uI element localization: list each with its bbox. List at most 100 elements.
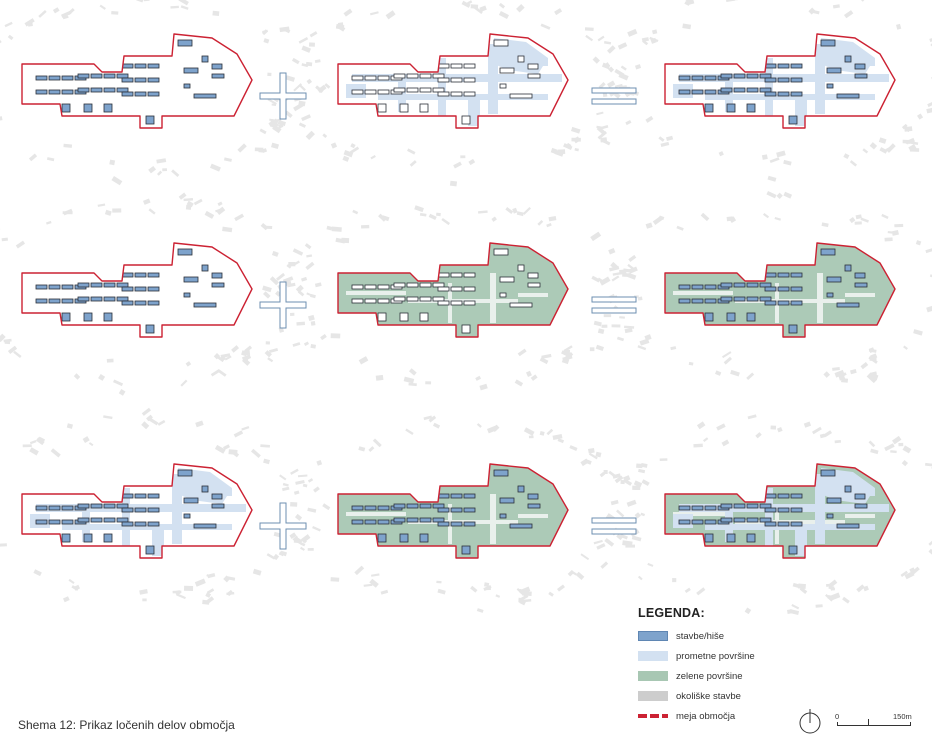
surrounding-building (252, 568, 262, 576)
surrounding-building (266, 553, 276, 560)
building-large (836, 93, 860, 99)
surrounding-building (913, 329, 923, 336)
surrounding-building (354, 565, 365, 576)
surrounding-building (672, 577, 677, 583)
building-house (351, 298, 364, 304)
building-house (116, 296, 129, 302)
surrounding-building (193, 198, 203, 206)
surrounding-building (928, 538, 932, 546)
building-large (499, 83, 507, 89)
building-house (90, 73, 103, 79)
building-large (509, 93, 533, 99)
building-house (450, 493, 463, 499)
surrounding-building (696, 421, 706, 430)
surrounding-building (755, 432, 762, 439)
green-path (673, 512, 733, 516)
surrounding-building (368, 446, 375, 452)
surrounding-building (375, 374, 384, 381)
building-house (77, 503, 90, 509)
surrounding-building (821, 222, 829, 228)
surrounding-building (641, 479, 650, 487)
building-block (145, 115, 155, 125)
surrounding-building (370, 11, 379, 16)
surrounding-building (264, 225, 273, 230)
building-block (377, 312, 387, 322)
surrounding-building (0, 543, 7, 547)
surrounding-building (352, 209, 359, 215)
building-house (733, 517, 746, 523)
surrounding-building (491, 216, 497, 222)
surrounding-building (141, 421, 150, 430)
building-house (351, 505, 364, 511)
surrounding-building (335, 237, 346, 244)
surrounding-building (627, 263, 636, 272)
surrounding-building (270, 119, 279, 128)
building-house (463, 300, 476, 306)
building-house (103, 87, 116, 93)
surrounding-building (326, 225, 333, 231)
building-house (432, 517, 445, 523)
surrounding-building (234, 213, 245, 222)
surrounding-building (926, 305, 932, 313)
building-large (826, 67, 842, 74)
surrounding-building (232, 451, 240, 458)
surrounding-building (608, 247, 616, 255)
surrounding-building (540, 23, 551, 30)
building-house (406, 517, 419, 523)
building-block (746, 533, 756, 543)
surrounding-building (301, 63, 309, 68)
building-house (419, 87, 432, 93)
surrounding-building (408, 382, 417, 387)
surrounding-building (277, 119, 286, 127)
surrounding-building (185, 204, 192, 210)
building-house (764, 507, 777, 513)
surrounding-building (298, 37, 309, 44)
building-house (134, 521, 147, 527)
surrounding-building (0, 116, 3, 122)
surrounding-building (262, 29, 268, 34)
surrounding-building (637, 296, 643, 301)
surrounding-building (306, 78, 313, 85)
building-house (450, 63, 463, 69)
surrounding-building (292, 248, 304, 256)
surrounding-building (283, 27, 291, 34)
surrounding-building (285, 75, 296, 82)
surrounding-building (567, 569, 575, 577)
building-house (437, 300, 450, 306)
surrounding-building (310, 344, 317, 349)
surrounding-building (539, 357, 549, 365)
surrounding-building (797, 583, 806, 590)
surrounding-building (98, 374, 106, 381)
building-large (527, 73, 541, 79)
surrounding-building (703, 437, 709, 443)
surrounding-building (546, 428, 554, 436)
building-house (437, 91, 450, 97)
surrounding-building (595, 451, 602, 458)
surrounding-building (514, 379, 524, 387)
building-house (463, 521, 476, 527)
building-house (419, 282, 432, 288)
building-house (35, 75, 48, 81)
surrounding-building (13, 350, 22, 359)
building-house (733, 282, 746, 288)
building-house (463, 272, 476, 278)
site-boundary (21, 242, 253, 338)
surrounding-building (895, 23, 902, 30)
building-house (147, 77, 160, 83)
building-house (90, 282, 103, 288)
surrounding-building (715, 370, 722, 376)
building-house (437, 63, 450, 69)
building-large (211, 63, 223, 70)
surrounding-building (405, 428, 414, 435)
building-house (61, 89, 74, 95)
surrounding-building (7, 345, 18, 355)
surrounding-building (915, 240, 922, 246)
surrounding-building (214, 444, 226, 454)
surrounding-building (307, 547, 314, 551)
building-house (61, 505, 74, 511)
building-large (211, 272, 223, 279)
building-block (145, 545, 155, 555)
surrounding-building (113, 379, 124, 387)
surrounding-building (231, 345, 240, 353)
surrounding-building (627, 28, 638, 37)
